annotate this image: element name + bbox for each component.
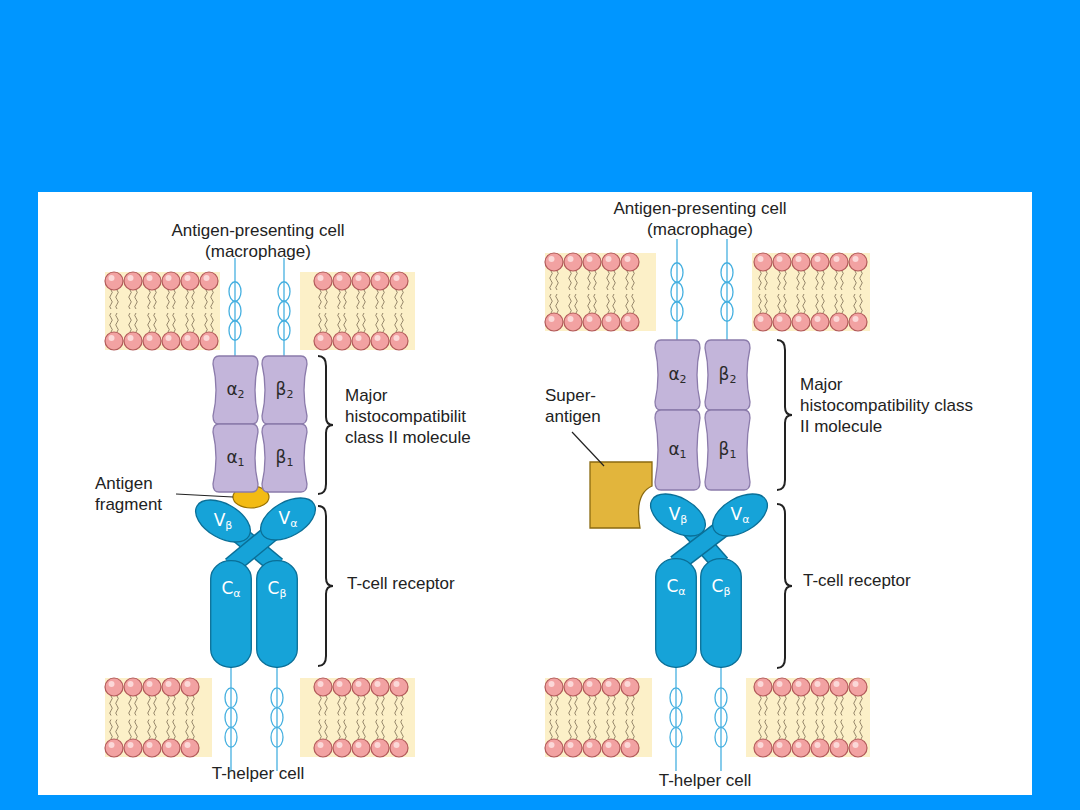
protein-domain: Vα bbox=[262, 502, 314, 536]
bracket bbox=[318, 356, 333, 494]
domain-label: β1 bbox=[719, 441, 737, 460]
domain-label: Cβ bbox=[712, 578, 731, 597]
bracket bbox=[777, 340, 792, 490]
figure-label: T-cell receptor bbox=[347, 573, 507, 594]
white-panel bbox=[38, 192, 1032, 795]
figure-label: Antigen-presenting cell (macrophage) bbox=[585, 198, 815, 240]
figure-label: Major histocompatibility class II molecu… bbox=[800, 374, 975, 437]
bracket bbox=[318, 506, 333, 666]
domain-label: Vβ bbox=[214, 512, 233, 531]
cell-membrane bbox=[545, 239, 870, 345]
protein-domain: Vα bbox=[714, 498, 766, 532]
figure-label: T-cell receptor bbox=[803, 570, 973, 591]
protein-domain: Cα bbox=[210, 560, 252, 668]
domain-label: Vα bbox=[731, 506, 750, 525]
figure-label: Antigen fragment bbox=[95, 473, 177, 515]
domain-label: Cα bbox=[221, 580, 240, 599]
figure-label: T-helper cell bbox=[625, 770, 785, 791]
protein-domain: Cα bbox=[655, 558, 697, 668]
protein-domain: α1 bbox=[655, 410, 700, 490]
cell-membrane bbox=[105, 664, 415, 771]
protein-domain: Vβ bbox=[197, 504, 249, 538]
protein-domain: β1 bbox=[262, 424, 307, 492]
protein-domain: α2 bbox=[655, 340, 700, 410]
domain-label: α1 bbox=[226, 449, 244, 468]
domain-label: Cβ bbox=[268, 580, 287, 599]
domain-label: Vα bbox=[279, 510, 298, 529]
domain-label: β2 bbox=[276, 381, 294, 400]
figure-label: Major histocompatibilit class II molecul… bbox=[345, 385, 495, 448]
figure-label: Super- antigen bbox=[545, 385, 611, 427]
cell-membrane bbox=[105, 258, 415, 364]
protein-domain: α2 bbox=[213, 356, 258, 424]
protein-domain: Cβ bbox=[256, 560, 298, 668]
protein-domain: β2 bbox=[262, 356, 307, 424]
domain-label: α2 bbox=[226, 381, 244, 400]
protein-domain: α1 bbox=[213, 424, 258, 492]
domain-label: α1 bbox=[668, 441, 686, 460]
domain-label: α2 bbox=[668, 366, 686, 385]
protein-domain: β2 bbox=[705, 340, 750, 410]
figure-label: T-helper cell bbox=[178, 763, 338, 784]
superantigen bbox=[590, 462, 652, 528]
bracket bbox=[777, 504, 792, 668]
domain-label: Cα bbox=[666, 578, 685, 597]
protein-domain: Cβ bbox=[700, 558, 742, 668]
domain-label: β2 bbox=[719, 366, 737, 385]
domain-label: β1 bbox=[276, 449, 294, 468]
cell-membrane bbox=[545, 664, 870, 771]
domain-label: Vβ bbox=[669, 506, 688, 525]
leader-line bbox=[572, 432, 604, 466]
protein-domain: Vβ bbox=[652, 498, 704, 532]
protein-domain: β1 bbox=[705, 410, 750, 490]
leader-line bbox=[176, 494, 233, 497]
figure-label: Antigen-presenting cell (macrophage) bbox=[143, 220, 373, 262]
